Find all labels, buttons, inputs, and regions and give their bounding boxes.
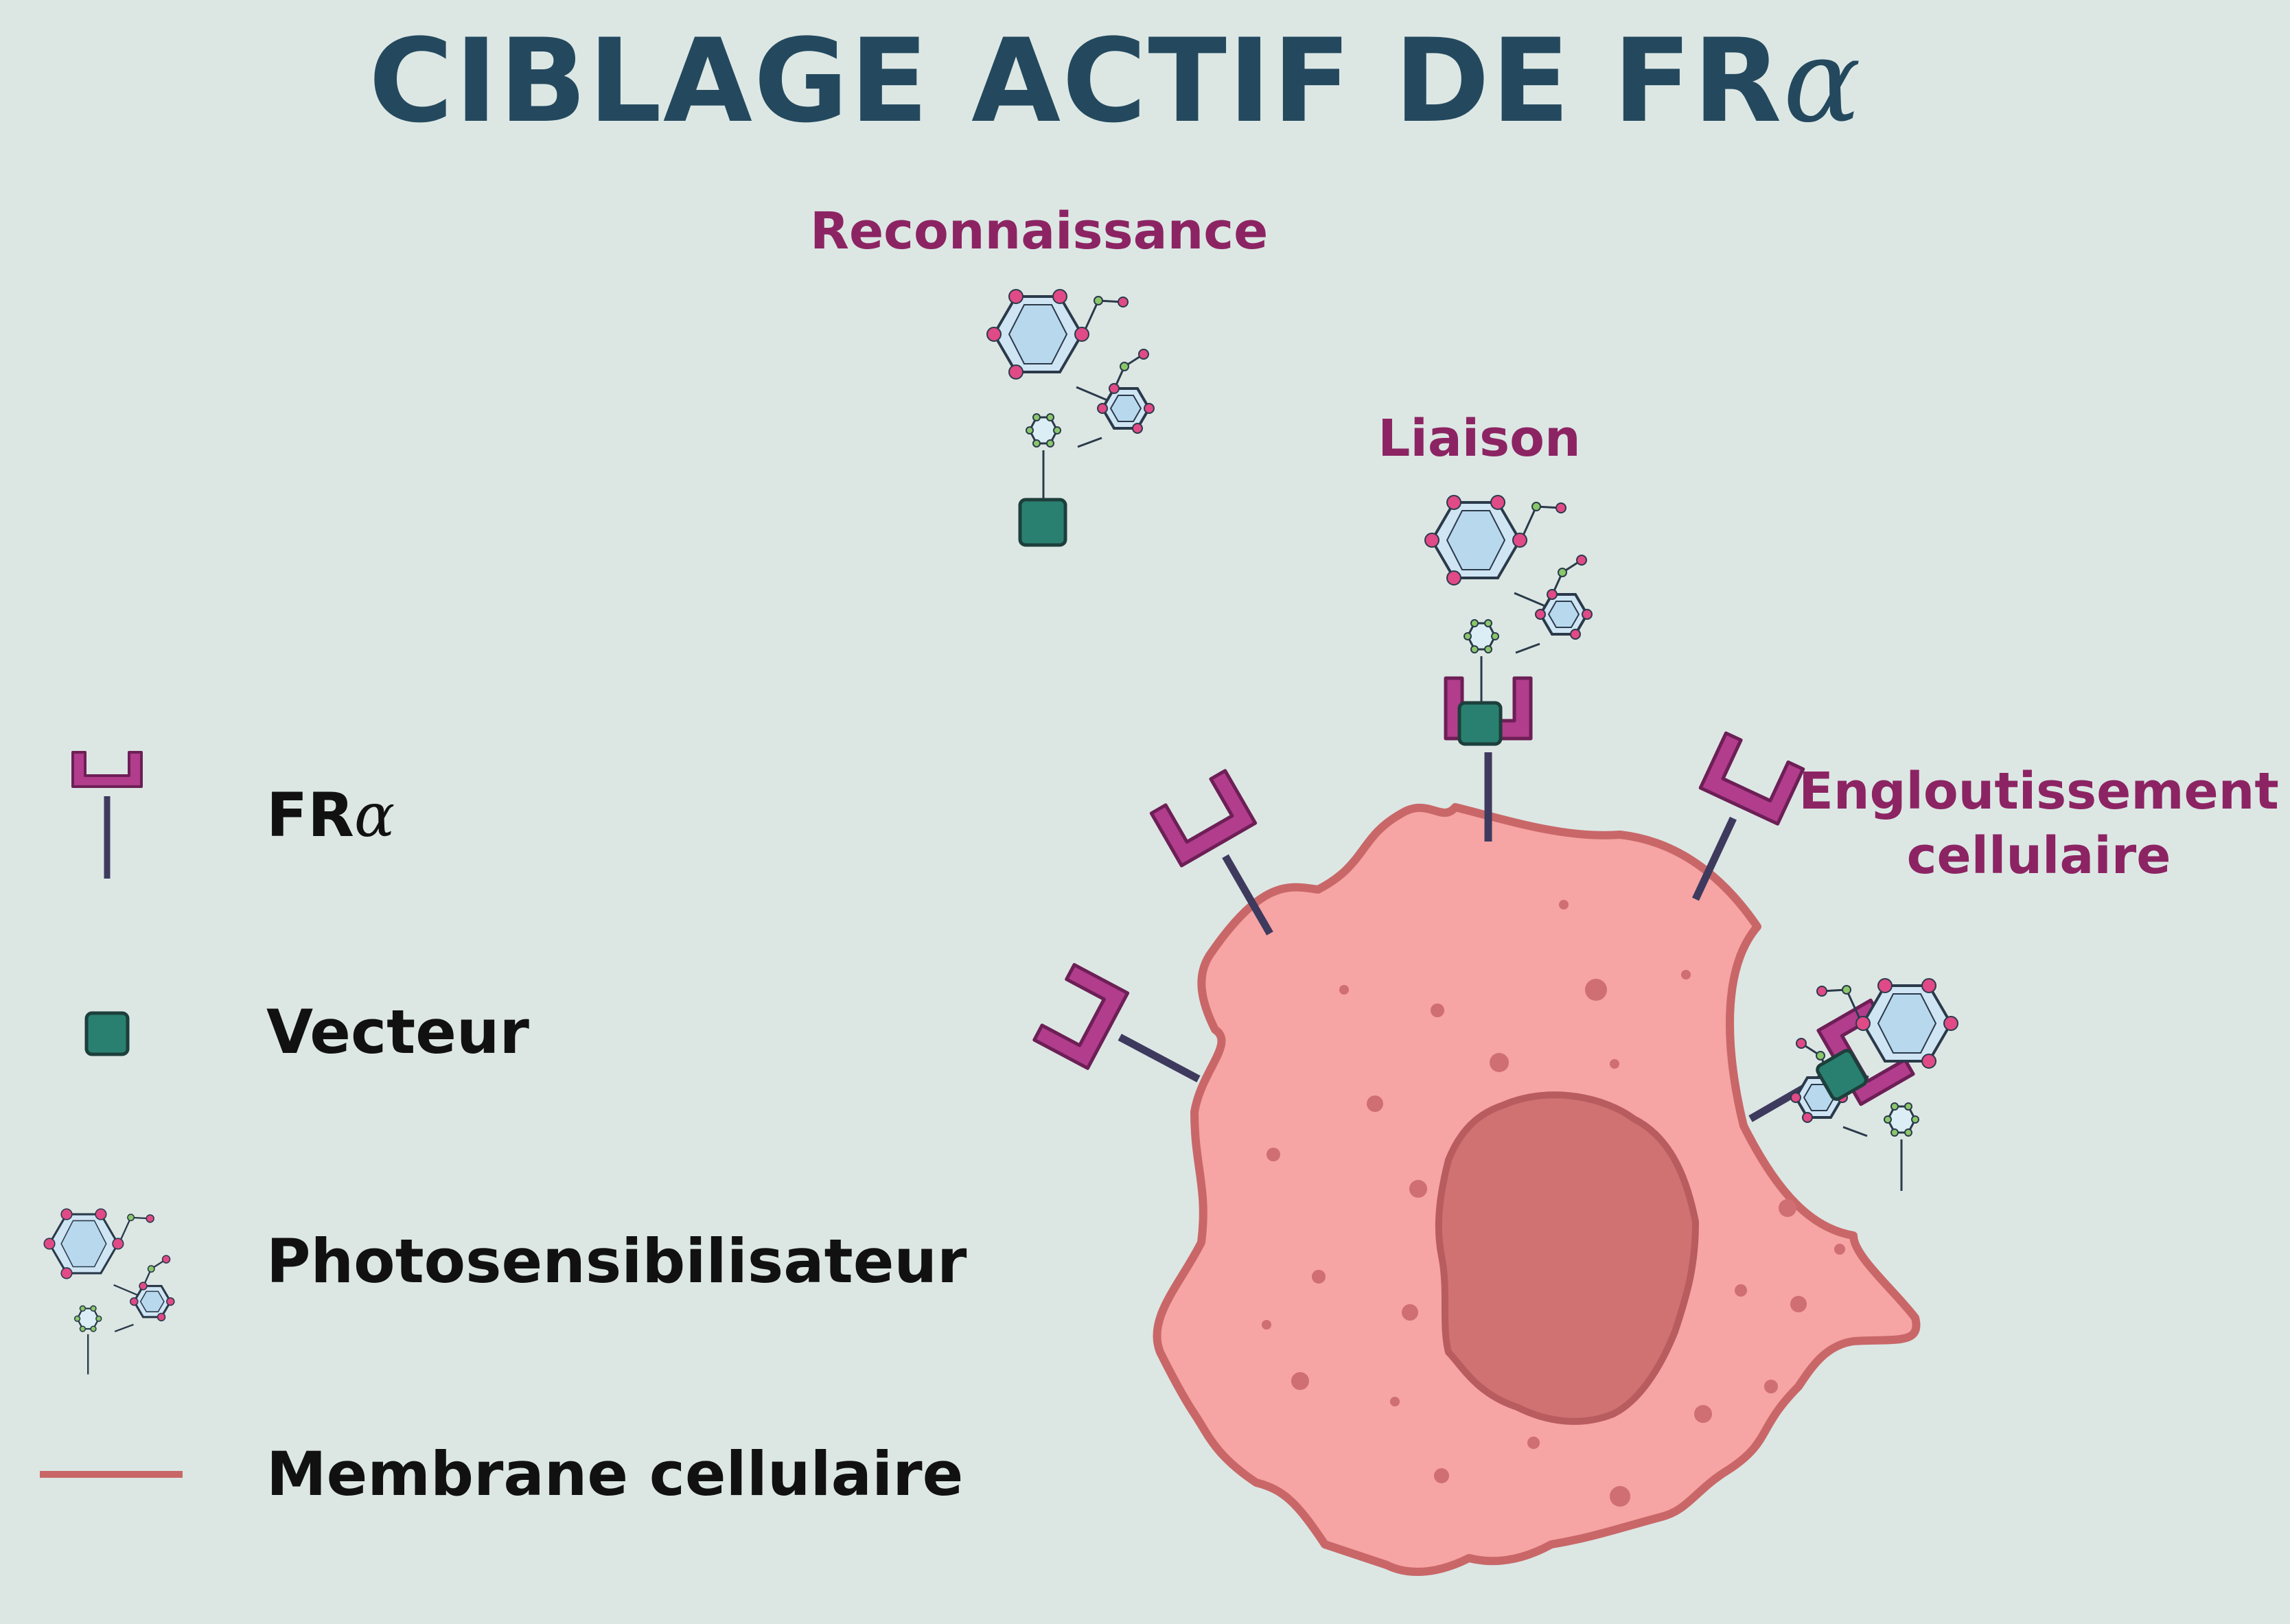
legend-label-photosensitizer: Photosensibilisateur	[266, 1226, 967, 1297]
legend-label-receptor: FRα	[266, 780, 395, 850]
title-text: CIBLAGE ACTIF DE FR	[368, 14, 1783, 148]
legend-photosensitizer-icon	[43, 1207, 176, 1376]
step-label-engulfment-line2: cellulaire	[1906, 826, 2171, 885]
vector-engulfment	[1816, 1049, 1868, 1101]
photosensitizer-recognition	[986, 288, 1155, 547]
step-label-engulfment: Engloutissement cellulaire	[1799, 759, 2279, 888]
step-label-engulfment-line1: Engloutissement	[1799, 762, 2279, 821]
receptor-left	[1034, 965, 1218, 1117]
legend-receptor-icon	[71, 751, 143, 879]
cell-nucleus	[1435, 1091, 1699, 1425]
step-label-recognition: Reconnaissance	[810, 202, 1269, 261]
vector-binding	[1457, 701, 1503, 746]
legend-vector-icon	[84, 1011, 130, 1056]
legend-receptor-greek: α	[354, 780, 395, 850]
cytoplasm-dots	[1262, 900, 1845, 1507]
page-title: CIBLAGE ACTIF DE FRα	[0, 14, 2231, 148]
title-greek-alpha: α	[1783, 14, 1862, 148]
legend-receptor-text: FR	[266, 780, 354, 850]
step-label-binding: Liaison	[1378, 409, 1581, 468]
vector-recognition	[1018, 498, 1067, 547]
photosensitizer-binding	[1424, 494, 1593, 746]
legend-label-vector: Vecteur	[266, 997, 529, 1067]
legend-label-membrane: Membrane cellulaire	[266, 1439, 964, 1509]
